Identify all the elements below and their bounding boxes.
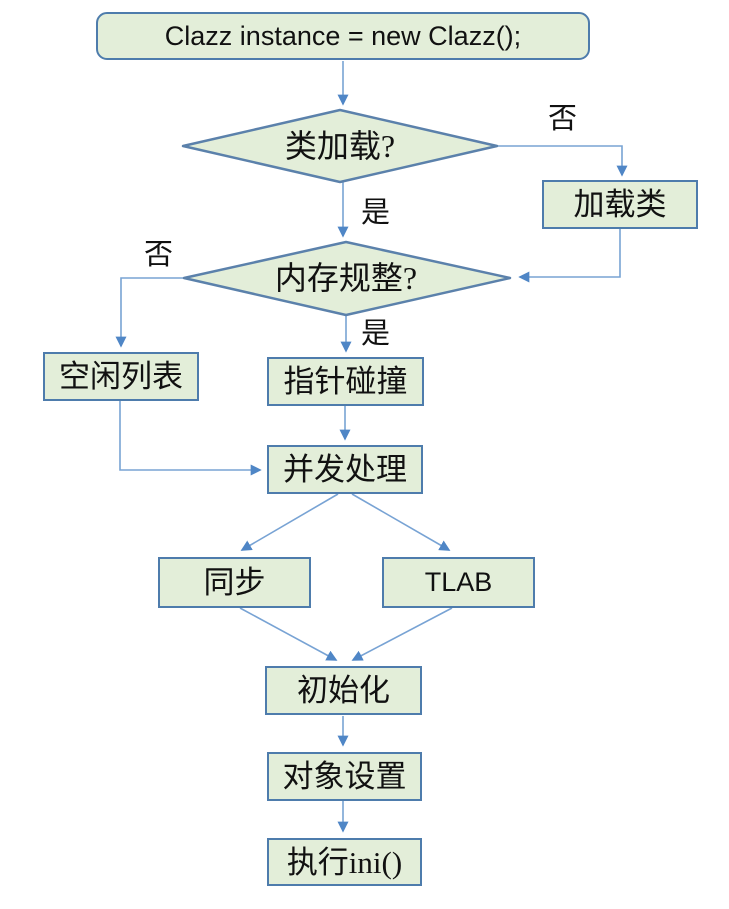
decision-class-loaded-label: 类加载?	[284, 128, 396, 164]
decision-memory-regular-shape	[182, 240, 512, 317]
class-loaded-yes-label: 是	[361, 197, 391, 229]
run-ini-node: 执行ini()	[267, 838, 422, 886]
tlab-node: TLAB	[382, 557, 535, 608]
memory-regular-no-label: 否	[144, 239, 174, 271]
edge-sync-to-initialize	[239, 607, 338, 661]
edge-memory-regular-no-to-free-list	[115, 277, 184, 348]
edge-load-class-to-memory-regular	[518, 228, 621, 283]
object-setup-node: 对象设置	[267, 752, 422, 801]
edge-free-list-to-concurrent	[119, 401, 262, 476]
start-node: Clazz instance = new Clazz();	[96, 12, 590, 60]
load-class-node: 加载类	[542, 180, 698, 229]
decision-memory-regular-label: 内存规整?	[274, 260, 418, 296]
initialize-node: 初始化	[265, 666, 422, 715]
edge-tlab-to-initialize	[351, 607, 453, 661]
decision-class-loaded-shape	[181, 108, 499, 184]
sync-node: 同步	[158, 557, 311, 608]
edge-concurrent-to-tlab	[351, 493, 451, 551]
memory-regular-yes-label: 是	[361, 318, 391, 350]
concurrent-handling-node: 并发处理	[267, 445, 423, 494]
class-loaded-no-label: 否	[548, 103, 578, 135]
edge-concurrent-to-sync	[240, 493, 339, 551]
edge-class-loaded-no-to-load-class	[497, 145, 628, 177]
free-list-node: 空闲列表	[43, 352, 199, 401]
pointer-bump-node: 指针碰撞	[267, 357, 424, 406]
